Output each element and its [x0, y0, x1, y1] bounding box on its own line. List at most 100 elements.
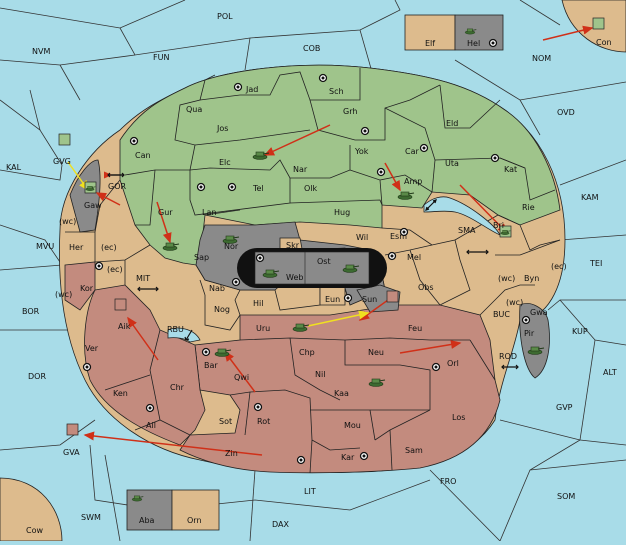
label-mel: Mel	[407, 253, 421, 262]
label-pol: POL	[217, 12, 233, 21]
units	[58, 17, 605, 502]
label-tei: TEI	[589, 259, 602, 268]
label-rbu: RBU	[167, 325, 184, 334]
label-orn: Orn	[187, 516, 202, 525]
label-gwa-wc: (wc)	[506, 298, 523, 307]
label-olk: Olk	[304, 184, 318, 193]
region-south	[179, 304, 501, 474]
label-bar: Bar	[204, 361, 218, 370]
label-gwa: Gwa	[530, 308, 548, 317]
label-kor-ec: (ec)	[107, 265, 123, 274]
label-kor: Kor	[80, 284, 94, 293]
label-hil: Hil	[253, 299, 263, 308]
label-obs: Obs	[418, 283, 434, 292]
label-tel: Tel	[252, 184, 264, 193]
label-eld: Eld	[446, 119, 458, 128]
coast-label-group: (wc) (ec) (ec) (wc) (wc) (ec) (wc)	[55, 217, 567, 307]
label-chp: Chp	[299, 348, 315, 357]
label-kat: Kat	[504, 165, 517, 174]
fleet-bri	[499, 225, 512, 238]
label-nab: Nab	[209, 284, 225, 293]
label-can: Can	[135, 151, 151, 160]
label-zin: Zin	[225, 449, 238, 458]
label-cow: Cow	[26, 526, 43, 535]
label-sap: Sap	[194, 253, 209, 262]
label-mit: MIT	[136, 274, 150, 283]
label-dor: DOR	[28, 372, 46, 381]
label-lit: LIT	[304, 487, 316, 496]
label-cob: COB	[303, 44, 320, 53]
label-fun: FUN	[153, 53, 169, 62]
unit-aik	[114, 298, 127, 311]
label-amp: Amp	[404, 177, 422, 186]
sea-label-group: POL COB NVM FUN NOM OVD KAL KAM MVU BOR …	[6, 12, 617, 535]
label-neu: Neu	[368, 348, 384, 357]
label-car: Car	[405, 147, 419, 156]
label-hug: Hug	[334, 208, 350, 217]
label-som: SOM	[557, 492, 575, 501]
adjacency-markers	[103, 171, 519, 370]
label-gur: Gur	[158, 208, 173, 217]
label-wil: Wil	[356, 233, 368, 242]
label-qua: Qua	[186, 105, 202, 114]
label-nar: Nar	[293, 165, 308, 174]
land-label-group: Jad Sch Qua Jos Grh Eld Can Yok Car Elc …	[69, 39, 548, 525]
label-qwi: Qwi	[234, 373, 249, 382]
label-gvp: GVP	[556, 403, 573, 412]
label-gvg: GVG	[53, 157, 71, 166]
label-swm: SWM	[81, 513, 101, 522]
province-elf[interactable]	[404, 14, 456, 51]
region-southwest	[84, 284, 206, 446]
label-kaa: Kaa	[334, 389, 349, 398]
label-nvm: NVM	[32, 47, 50, 56]
label-rod: ROD	[499, 352, 517, 361]
label-ver: Ver	[85, 344, 99, 353]
label-mvu: MVU	[36, 242, 54, 251]
label-chr: Chr	[170, 383, 185, 392]
label-gaw: Gaw	[84, 201, 102, 210]
label-sot: Sot	[219, 417, 232, 426]
fleet-gaw	[84, 181, 97, 194]
orders	[67, 25, 594, 456]
label-hel: Hel	[467, 39, 480, 48]
label-lan: Lan	[202, 208, 216, 217]
label-gva: GVA	[63, 448, 80, 457]
label-nog: Nog	[214, 305, 230, 314]
label-skr: Skr	[286, 241, 300, 250]
label-fro: FRO	[440, 477, 456, 486]
label-aik: Aik	[118, 322, 131, 331]
label-bor: BOR	[22, 307, 40, 316]
label-feu: Feu	[408, 324, 422, 333]
label-ail: Ail	[146, 421, 156, 430]
unit-sun	[386, 290, 399, 303]
label-her-ec: (ec)	[101, 243, 117, 252]
province-orn[interactable]	[171, 489, 220, 531]
label-con: Con	[596, 38, 612, 47]
label-elf: Elf	[425, 39, 435, 48]
label-kup: KUP	[572, 327, 588, 336]
unit-gvg	[58, 133, 71, 146]
label-kor-wc: (wc)	[55, 290, 72, 299]
label-kal: KAL	[6, 163, 22, 172]
label-uta: Uta	[445, 159, 459, 168]
supply-centers	[82, 38, 531, 465]
label-bri: Bri	[493, 221, 504, 230]
label-sam: Sam	[405, 446, 423, 455]
label-ovd: OVD	[557, 108, 575, 117]
label-kar: Kar	[341, 453, 355, 462]
label-byn: Byn	[524, 274, 539, 283]
label-esm: Esm	[390, 232, 407, 241]
province-gaw[interactable]	[69, 159, 101, 233]
label-byn-wc: (wc)	[498, 274, 515, 283]
label-gor: GOR	[108, 182, 126, 191]
label-pir: Pir	[524, 329, 535, 338]
label-alt: ALT	[603, 368, 617, 377]
label-sch: Sch	[329, 87, 344, 96]
label-byn-ec: (ec)	[551, 262, 567, 271]
label-her: Her	[69, 243, 84, 252]
label-nor: Nor	[224, 242, 239, 251]
region-north	[119, 64, 561, 266]
